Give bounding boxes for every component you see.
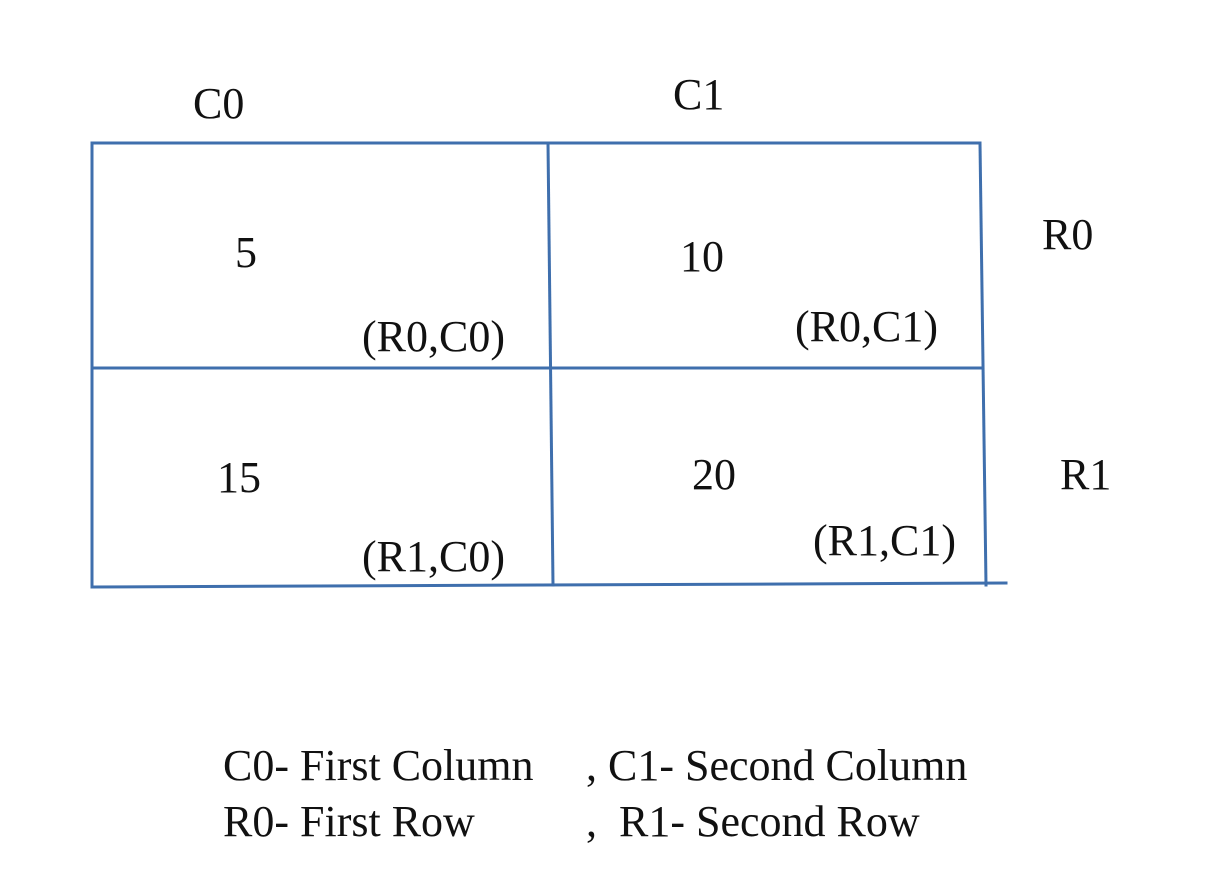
cell-value-r1-c1: 20	[692, 450, 736, 499]
legend-r1: , R1- Second Row	[586, 797, 920, 846]
legend-r0: R0- First Row	[223, 797, 475, 846]
row-header-r0: R0	[1042, 210, 1094, 259]
legend-line-columns: C0- First Column	[157, 700, 534, 832]
legend-c0: C0- First Column	[223, 741, 534, 790]
row-header-r1: R1	[1060, 450, 1112, 499]
cell-coord-r0-c0: (R0,C0)	[362, 312, 505, 361]
legend-line-columns-2: , C1- Second Column	[520, 700, 967, 832]
cell-value-r0-c0: 5	[235, 228, 257, 277]
cell-value-r0-c1: 10	[680, 232, 724, 281]
legend-line-rows: R0- First Row	[157, 756, 475, 888]
column-header-c0: C0	[193, 79, 245, 128]
cell-value-r1-c0: 15	[217, 453, 261, 502]
grid-right-border	[978, 141, 988, 587]
legend-line-rows-2: , R1- Second Row	[520, 756, 920, 888]
grid-bottom-border	[90, 581, 1008, 589]
cell-coord-r0-c1: (R0,C1)	[795, 302, 938, 351]
column-header-c1: C1	[673, 70, 725, 119]
cell-coord-r1-c1: (R1,C1)	[813, 516, 956, 565]
legend-c1: , C1- Second Column	[586, 741, 968, 790]
grid-middle-vertical	[546, 141, 555, 587]
cell-coord-r1-c0: (R1,C0)	[362, 532, 505, 581]
